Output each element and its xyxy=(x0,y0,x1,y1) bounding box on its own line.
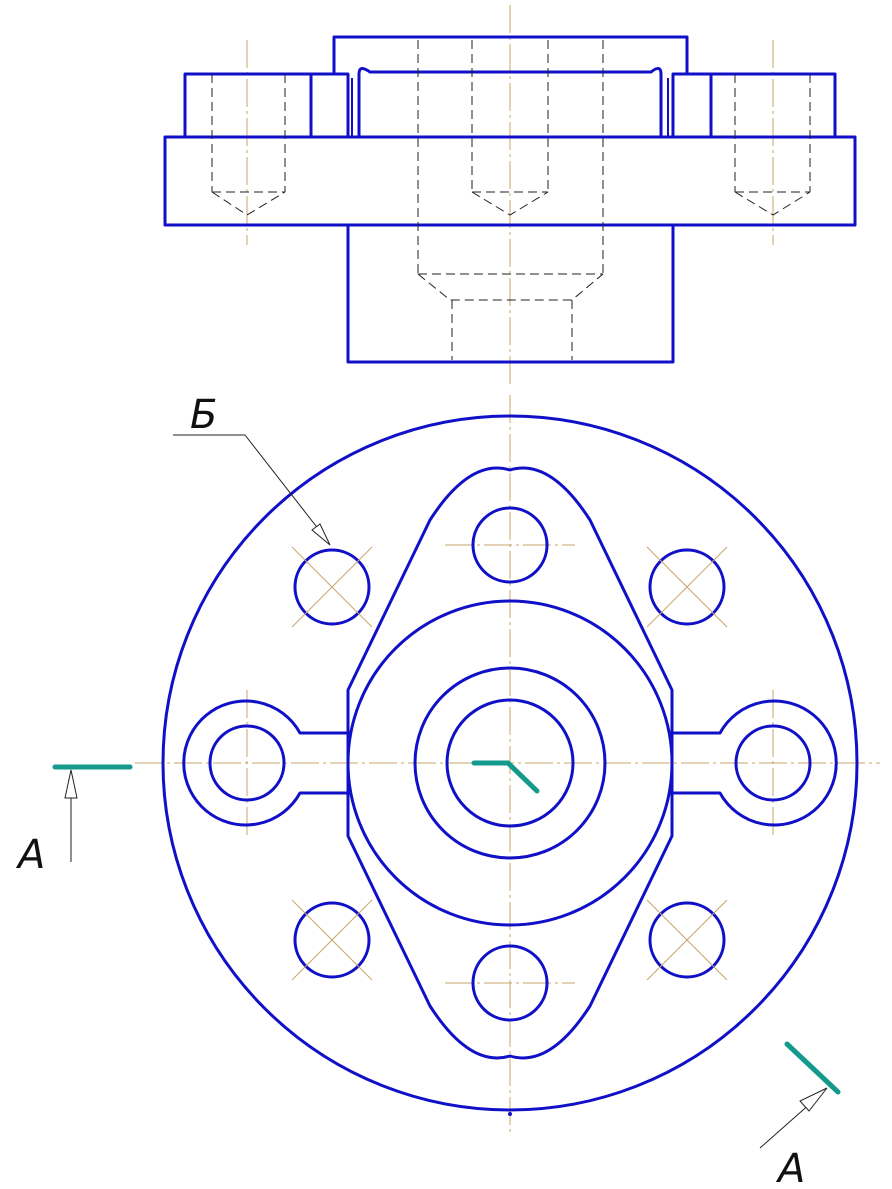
section-label-right: А xyxy=(775,1146,805,1189)
diagonal-hole-top-left xyxy=(291,546,373,628)
top-boss-fillet-line xyxy=(357,67,663,139)
callout-label: Б xyxy=(190,392,217,438)
diagonal-hole-bottom-left xyxy=(291,899,373,981)
diagonal-hole-bottom-right xyxy=(646,899,728,981)
bottom-hole-circle xyxy=(471,944,549,1022)
callout-b: Б xyxy=(173,392,331,546)
section-plane-bend xyxy=(471,760,540,794)
top-view xyxy=(135,395,880,1135)
callout-leader xyxy=(244,434,324,536)
section-arrow-head-left xyxy=(64,769,78,799)
right-lug-hole xyxy=(734,724,812,802)
hidden-blind-hole-left xyxy=(211,74,286,216)
section-label-left: А xyxy=(15,832,45,878)
hidden-bore-step xyxy=(417,273,604,301)
center-mark-dot xyxy=(508,1112,512,1116)
top-boss-outline xyxy=(332,35,689,76)
lower-hub-outline xyxy=(346,223,675,364)
section-marker-right: А xyxy=(759,1041,841,1189)
hidden-blind-hole-right xyxy=(734,74,811,216)
left-lug-hole xyxy=(208,724,286,802)
hub-middle-circle xyxy=(413,666,607,860)
left-boss-outline xyxy=(183,72,350,139)
flange-plate-outline xyxy=(163,135,857,227)
left-lug-outline xyxy=(182,699,350,827)
hub-bore-circle xyxy=(445,698,575,828)
hub-outer-circle xyxy=(346,599,674,927)
top-hole-circle xyxy=(471,506,549,584)
right-lug-outline xyxy=(670,699,838,827)
front-view xyxy=(163,5,857,385)
section-cut-right xyxy=(784,1041,841,1095)
section-arrow-head-right xyxy=(799,1087,828,1112)
rhombic-boss-outline xyxy=(346,466,674,1060)
hidden-blind-hole-center xyxy=(471,40,549,216)
section-marker-left: А xyxy=(15,764,133,878)
right-boss-outline xyxy=(671,72,837,139)
callout-arrow-head xyxy=(311,523,331,546)
outer-flange-circle xyxy=(161,414,859,1112)
diagonal-hole-top-right xyxy=(646,546,728,628)
